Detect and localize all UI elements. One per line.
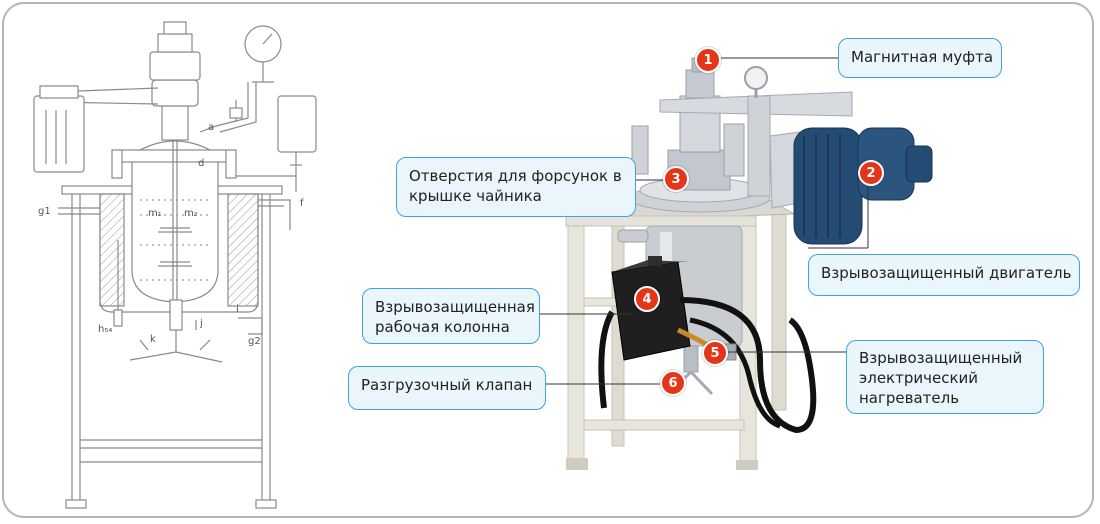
marker-6: 6 (660, 370, 686, 396)
callout-heater-line-1: Взрывозащищенный (859, 349, 1023, 367)
drawing-label-d: d (198, 158, 205, 169)
callout-motor: Взрывозащищенный двигатель (808, 254, 1080, 296)
marker-2: 2 (858, 160, 884, 186)
leader-lines (540, 57, 869, 385)
callout-discharge-valve: Разгрузочный клапан (348, 366, 546, 410)
drawing-label-i: i (236, 304, 239, 315)
callout-motor-line-1: Взрывозащищенный двигатель (821, 264, 1072, 282)
callout-nozzle-holes: Отверстия для форсунок в крышке чайника (396, 157, 636, 217)
callout-heater: Взрывозащищенный электрический нагревате… (846, 340, 1044, 414)
technical-drawing (33, 21, 317, 509)
callout-nozzle-holes-line-2: крышке чайника (409, 187, 542, 205)
callout-heater-line-3: нагреватель (859, 389, 960, 407)
marker-5: 5 (702, 340, 728, 366)
drawing-label-g1: g1 (38, 206, 51, 217)
drawing-label-a: a (208, 122, 215, 133)
callout-magnetic-coupling-line-1: Магнитная муфта (851, 48, 994, 66)
callout-heater-line-2: электрический (859, 369, 979, 387)
callout-control-column: Взрывозащищенная рабочая колонна (362, 288, 540, 344)
callout-discharge-valve-line-1: Разгрузочный клапан (361, 376, 533, 394)
drawing-label-m2: m₂ (184, 208, 198, 219)
drawing-label-f: f (300, 198, 304, 209)
marker-3: 3 (663, 166, 689, 192)
drawing-label-k: k (150, 334, 156, 345)
callout-magnetic-coupling: Магнитная муфта (838, 38, 1002, 78)
drawing-label-h: h₅₄ (98, 324, 113, 335)
callout-control-column-line-1: Взрывозащищенная (375, 298, 535, 316)
marker-1: 1 (695, 47, 721, 73)
marker-4: 4 (634, 286, 660, 312)
callout-nozzle-holes-line-1: Отверстия для форсунок в (409, 167, 622, 185)
drawing-label-j: j (200, 318, 203, 329)
callout-control-column-line-2: рабочая колонна (375, 318, 510, 336)
drawing-label-g2: g2 (248, 336, 261, 347)
drawing-label-m1: m₁ (148, 208, 162, 219)
